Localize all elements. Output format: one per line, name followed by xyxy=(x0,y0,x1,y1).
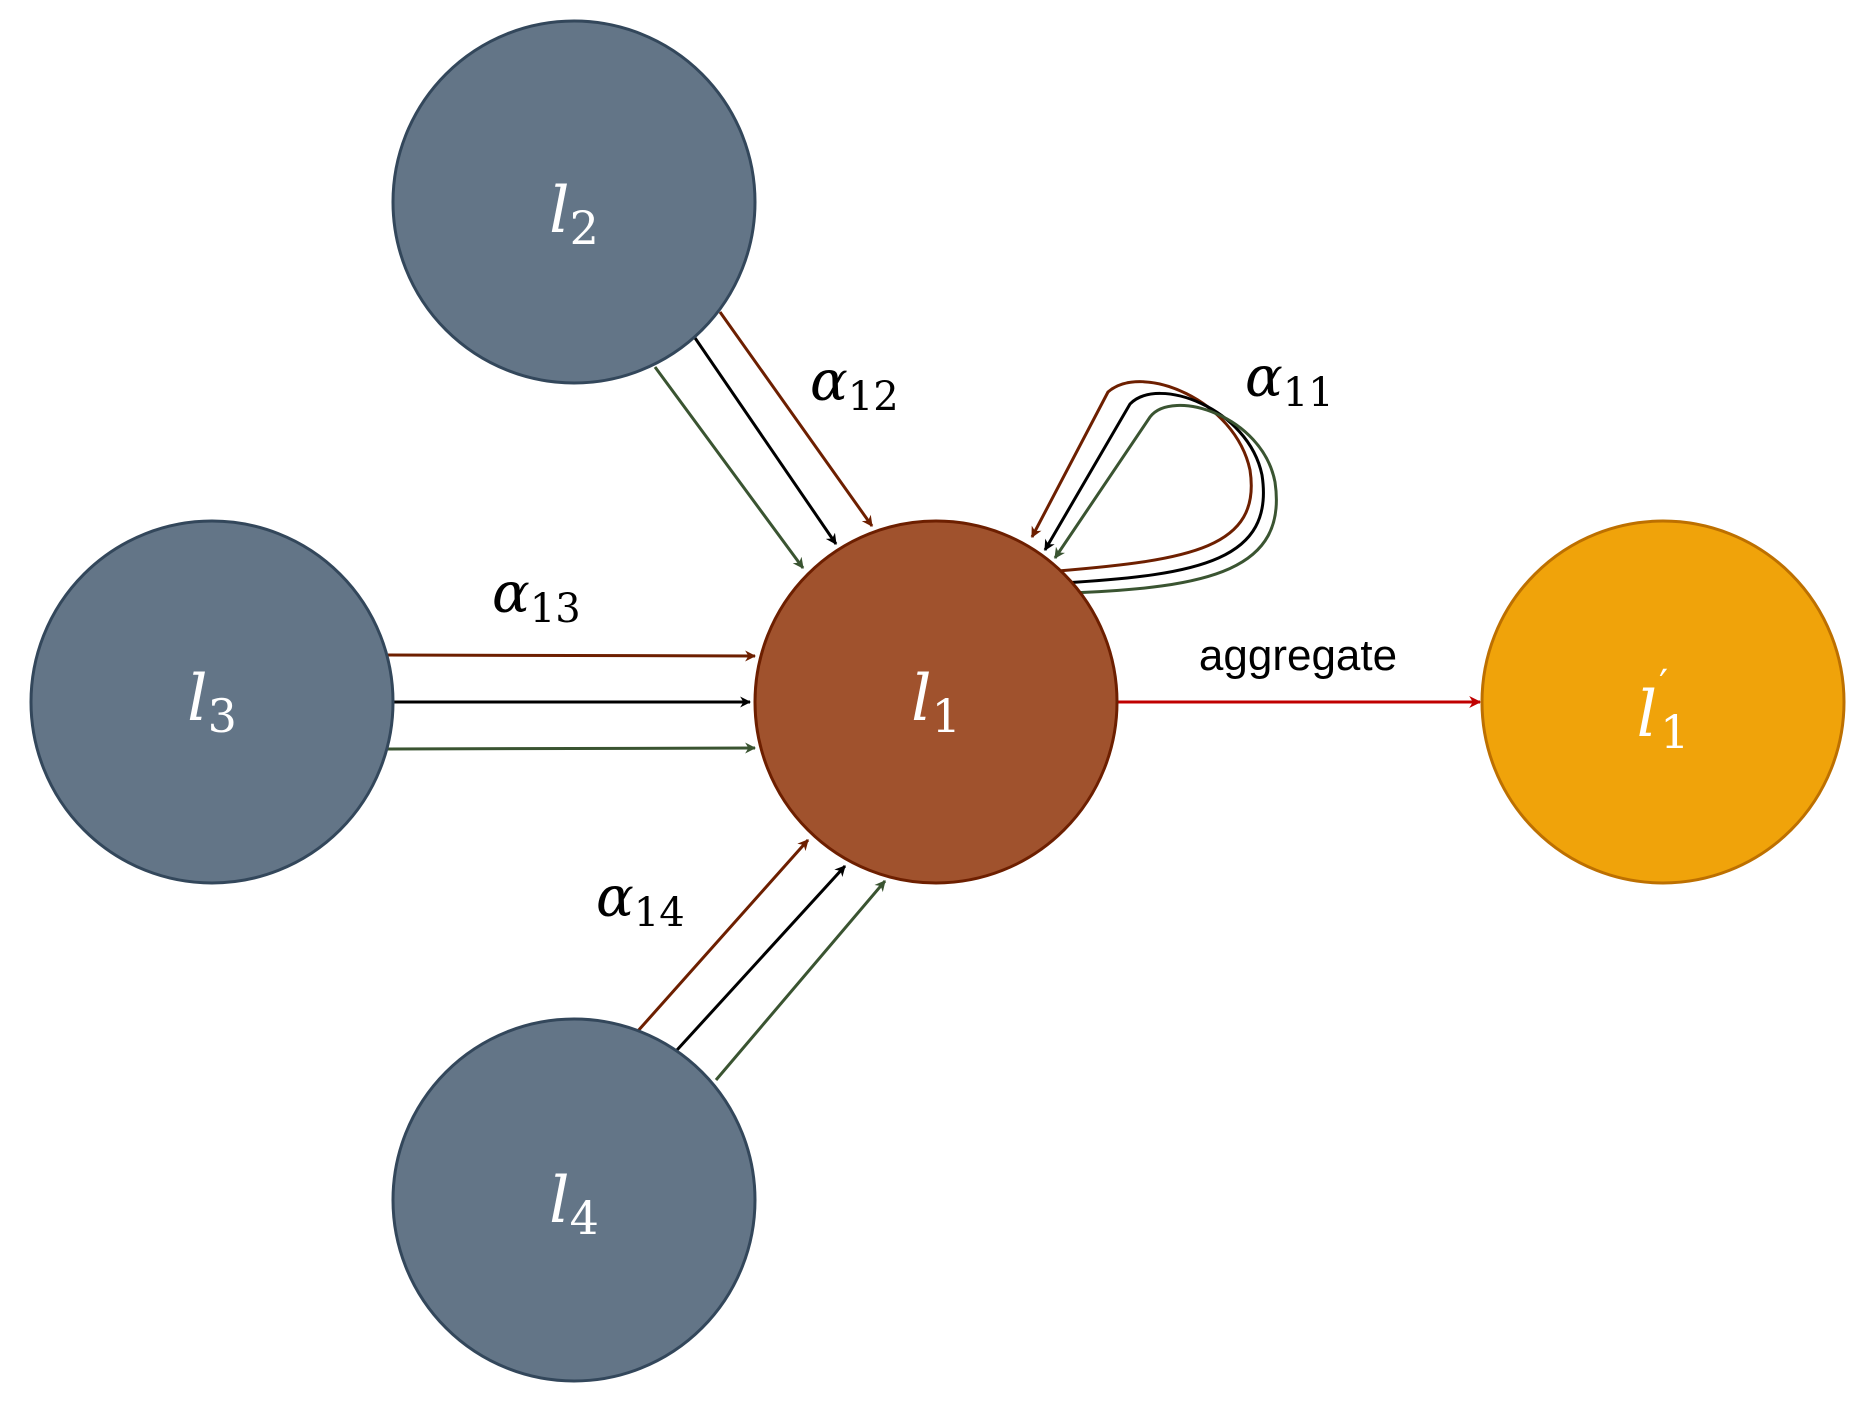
node-l1-circle xyxy=(753,519,1119,885)
weight-label-a12: α12 xyxy=(810,349,899,420)
node-l4: l4 xyxy=(391,1017,757,1383)
node-l3-label: l3 xyxy=(187,662,237,743)
edge-l1-self-brown xyxy=(1030,380,1253,573)
edge-l1-self-black xyxy=(1043,391,1265,585)
edges-l1-self-loop xyxy=(1030,380,1278,595)
edges-l2-to-l1 xyxy=(653,311,874,569)
aggregate-label: aggregate xyxy=(1199,631,1397,680)
edges-l3-to-l1 xyxy=(387,650,757,754)
node-l4-circle xyxy=(391,1017,757,1383)
node-l2: l2 xyxy=(391,19,757,385)
edge-l3-l1-brown xyxy=(387,650,757,662)
edge-l2-l1-brown xyxy=(718,311,874,527)
edge-l2-l1-black xyxy=(691,334,838,545)
edge-l3-l1-green xyxy=(387,742,757,754)
edge-l4-l1-brown xyxy=(635,839,810,1033)
weight-label-a11: α11 xyxy=(1245,345,1334,416)
node-l1-prime-label: l′1 xyxy=(1637,662,1690,759)
node-l2-label: l2 xyxy=(549,174,599,255)
edges-l4-to-l1 xyxy=(635,839,887,1081)
node-l1-prime: l′1 xyxy=(1480,519,1846,885)
node-l4-label: l4 xyxy=(549,1164,599,1245)
node-l1: l1 xyxy=(753,519,1119,885)
edge-l4-l1-green xyxy=(714,880,887,1081)
edge-l1-self-green xyxy=(1053,403,1278,595)
weight-label-a13: α13 xyxy=(492,561,581,632)
node-l1-prime-circle xyxy=(1480,519,1846,885)
edge-l4-l1-black xyxy=(675,864,847,1052)
node-l3-circle xyxy=(29,519,395,885)
edge-l2-l1-green xyxy=(653,366,805,569)
node-l1-label: l1 xyxy=(911,662,961,743)
node-l2-circle xyxy=(391,19,757,385)
node-l3: l3 xyxy=(29,519,395,885)
weight-label-a14: α14 xyxy=(596,865,685,936)
